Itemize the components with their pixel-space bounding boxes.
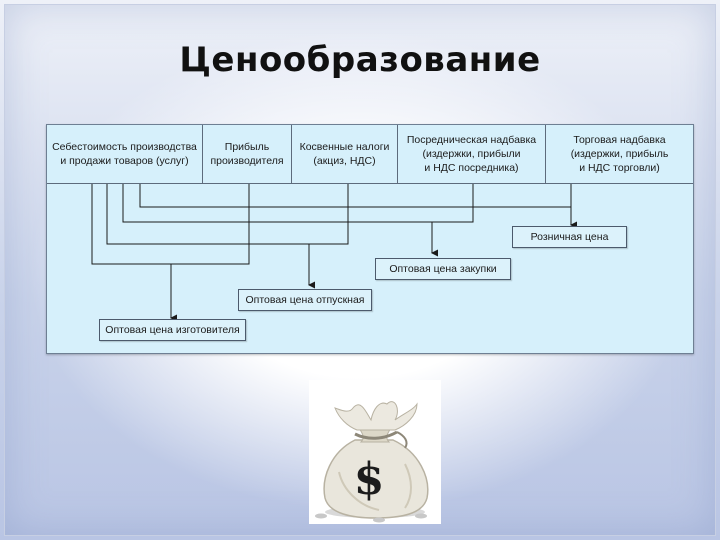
svg-text:$: $ bbox=[354, 454, 385, 505]
header-intermediary: Посредническая надбавка (издержки, прибы… bbox=[398, 125, 546, 184]
connector-wholesale-manufacturer bbox=[91, 184, 250, 318]
result-wholesale-release-price: Оптовая цена отпускная bbox=[238, 289, 372, 311]
header-cost: Себестоимость производства и продажи тов… bbox=[47, 125, 203, 184]
diagram-header-row: Себестоимость производства и продажи тов… bbox=[47, 125, 693, 184]
header-trade: Торговая надбавка (издержки, прибыль и Н… bbox=[546, 125, 693, 184]
connector-retail bbox=[139, 184, 571, 225]
slide-frame bbox=[4, 4, 716, 536]
result-retail-price: Розничная цена bbox=[512, 226, 627, 248]
connector-wholesale-release bbox=[106, 184, 349, 285]
result-wholesale-purchase-price: Оптовая цена закупки bbox=[375, 258, 511, 280]
header-taxes: Косвенные налоги (акциз, НДС) bbox=[292, 125, 398, 184]
money-bag-dollar-icon: $ bbox=[309, 380, 441, 524]
header-profit: Прибыль производителя bbox=[203, 125, 292, 184]
result-wholesale-manufacturer-price: Оптовая цена изготовителя bbox=[99, 319, 246, 341]
connector-lines bbox=[91, 184, 693, 353]
connector-wholesale-purchase bbox=[122, 184, 474, 253]
slide-title: Ценообразование bbox=[179, 40, 541, 80]
pricing-diagram: Себестоимость производства и продажи тов… bbox=[46, 124, 694, 354]
